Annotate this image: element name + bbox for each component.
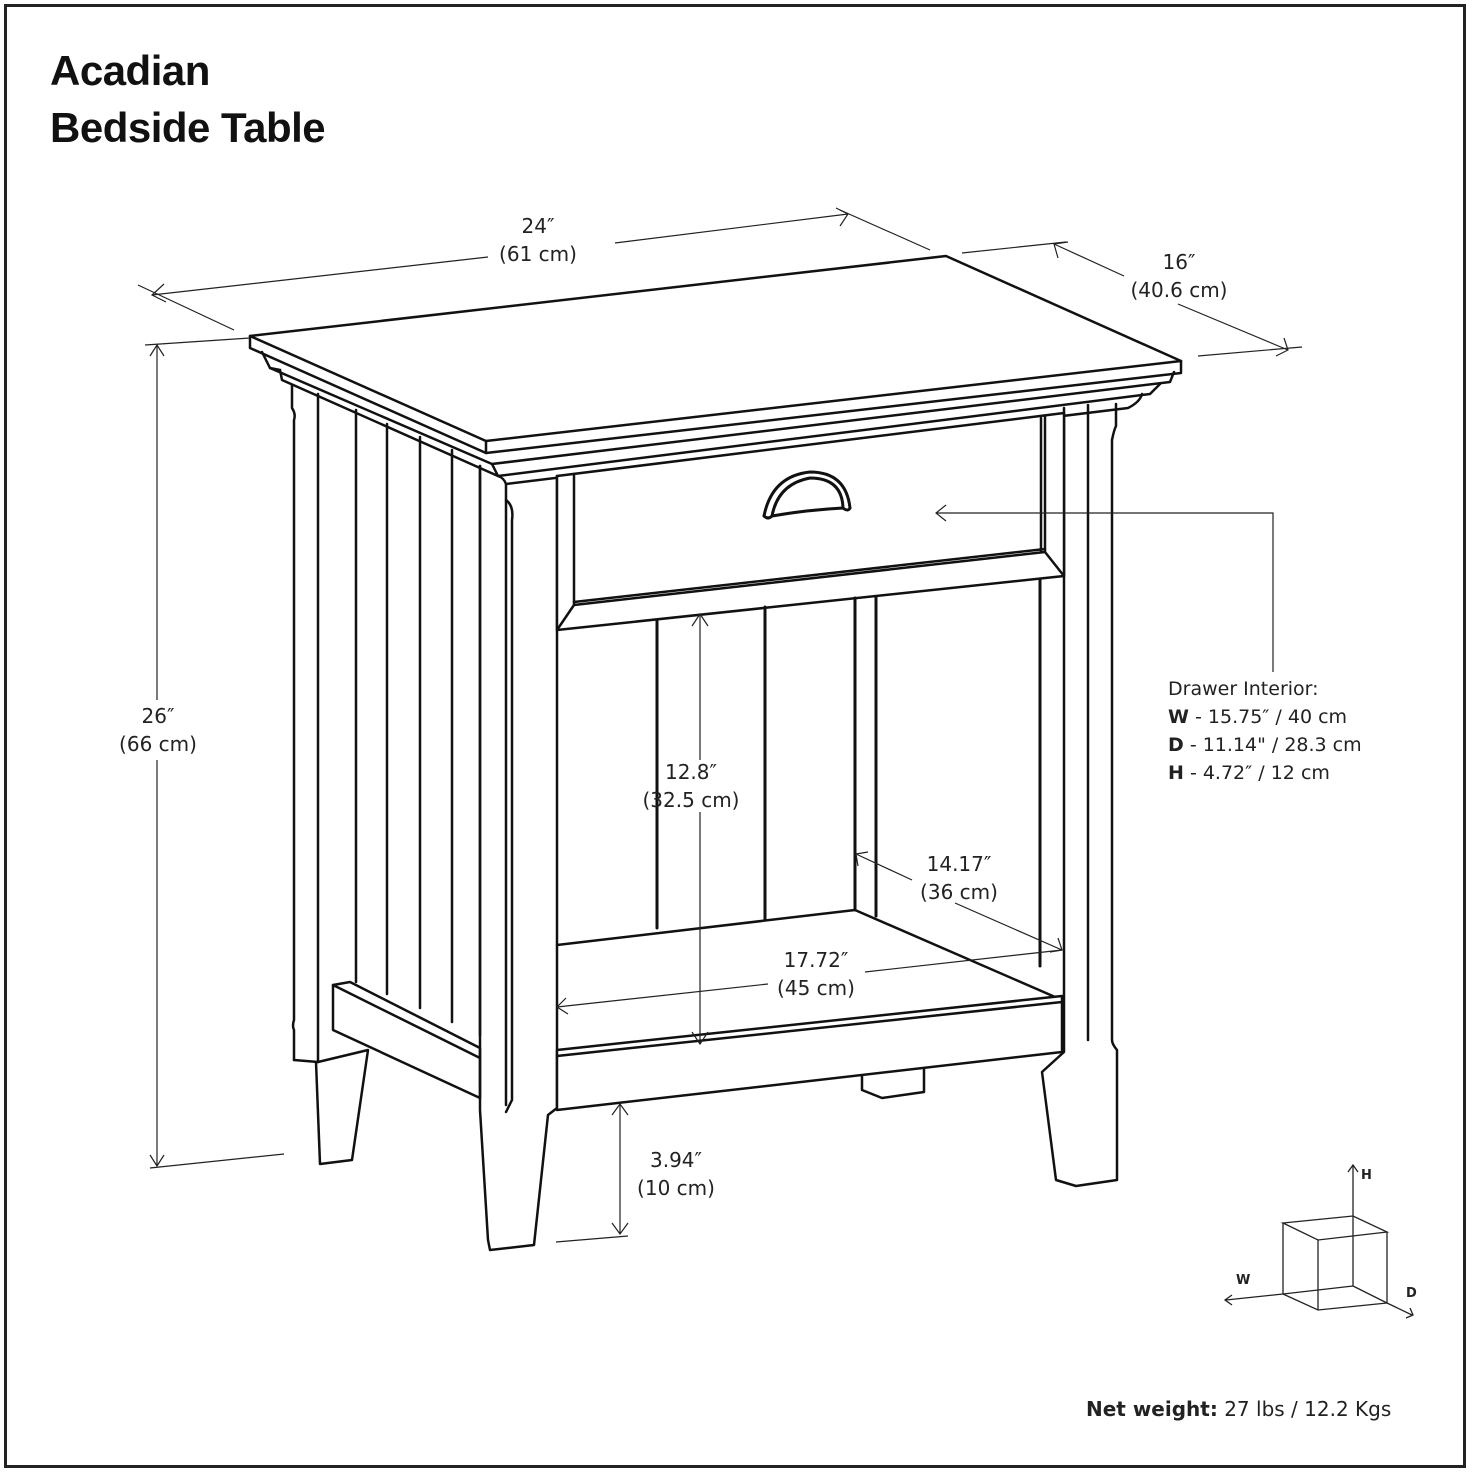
cup-pull-handle xyxy=(762,470,852,520)
front-left-leg xyxy=(478,464,559,1252)
bottom-shelf xyxy=(555,908,1064,1112)
drawer-height-row: H - 4.72″ / 12 cm xyxy=(1168,762,1330,784)
axis-cube-icon xyxy=(1223,1163,1414,1319)
axis-label-w: W xyxy=(1236,1273,1251,1288)
front-right-leg xyxy=(1040,402,1119,1188)
left-side-panel xyxy=(290,383,482,1166)
leg-clearance-dimension-label: 3.94″ (10 cm) xyxy=(637,1148,715,1200)
drawer-interior-specs: Drawer Interior: W - 15.75″ / 40 cm D - … xyxy=(1168,675,1362,787)
axis-label-d: D xyxy=(1406,1286,1417,1301)
shelf-width-dimension-label: 17.72″ (45 cm) xyxy=(777,948,855,1000)
depth-dimension-label: 16″ (40.6 cm) xyxy=(1130,250,1228,302)
axis-label-h: H xyxy=(1361,1168,1372,1183)
height-dimension-label: 26″ (66 cm) xyxy=(119,704,197,756)
product-title: Acadian Bedside Table xyxy=(50,42,326,156)
net-weight: Net weight: 27 lbs / 12.2 Kgs xyxy=(1086,1397,1391,1421)
drawer-front xyxy=(555,411,1066,632)
title-line-2: Bedside Table xyxy=(50,104,326,151)
width-dimension-label: 24″ (61 cm) xyxy=(499,214,577,266)
net-weight-label: Net weight: xyxy=(1086,1397,1218,1421)
drawer-width-row: W - 15.75″ / 40 cm xyxy=(1168,706,1348,728)
tabletop xyxy=(248,254,1183,486)
title-line-1: Acadian xyxy=(50,47,210,94)
drawer-depth-row: D - 11.14" / 28.3 cm xyxy=(1168,734,1362,756)
net-weight-value: 27 lbs / 12.2 Kgs xyxy=(1217,1397,1392,1421)
shelf-depth-dimension-label: 14.17″ (36 cm) xyxy=(920,852,998,904)
page-border xyxy=(4,4,1466,1468)
shelf-clearance-dimension-label: 12.8″ (32.5 cm) xyxy=(642,760,740,812)
drawer-interior-heading: Drawer Interior: xyxy=(1168,678,1319,700)
